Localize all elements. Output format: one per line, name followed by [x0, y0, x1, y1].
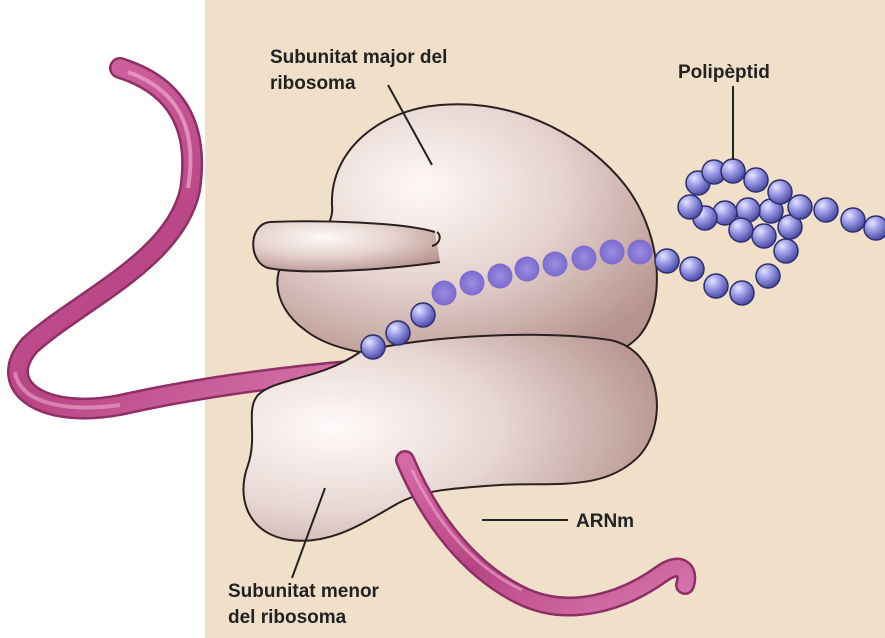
small-subunit-label-line1: Subunitat menor: [228, 581, 380, 602]
amino-acid-bead: [432, 281, 457, 306]
polypeptide-label: Polipèptid: [678, 62, 770, 83]
small-subunit-label-line2: del ribosoma: [228, 607, 347, 628]
large-subunit-label-line2: ribosoma: [270, 73, 356, 94]
amino-acid-bead: [543, 252, 568, 277]
amino-acid-bead: [774, 239, 798, 263]
amino-acid-bead: [361, 335, 385, 359]
amino-acid-bead: [680, 257, 704, 281]
amino-acid-bead: [864, 216, 885, 240]
amino-acid-bead: [655, 249, 679, 273]
mrna-label: ARNm: [576, 511, 634, 532]
amino-acid-bead: [729, 218, 753, 242]
amino-acid-bead: [600, 240, 625, 265]
amino-acid-bead: [386, 321, 410, 345]
amino-acid-bead: [678, 195, 702, 219]
large-subunit-label-line1: Subunitat major del: [270, 47, 447, 68]
amino-acid-bead: [411, 303, 435, 327]
amino-acid-bead: [515, 257, 540, 282]
amino-acid-bead: [460, 271, 485, 296]
amino-acid-bead: [841, 208, 865, 232]
amino-acid-bead: [721, 159, 745, 183]
amino-acid-bead: [744, 168, 768, 192]
amino-acid-bead: [572, 246, 597, 271]
amino-acid-bead: [788, 195, 812, 219]
amino-acid-bead: [768, 180, 792, 204]
amino-acid-bead: [752, 224, 776, 248]
amino-acid-bead: [730, 281, 754, 305]
amino-acid-bead: [814, 198, 838, 222]
amino-acid-bead: [488, 264, 513, 289]
amino-acid-bead: [704, 274, 728, 298]
amino-acid-bead: [628, 240, 653, 265]
amino-acid-bead: [756, 264, 780, 288]
